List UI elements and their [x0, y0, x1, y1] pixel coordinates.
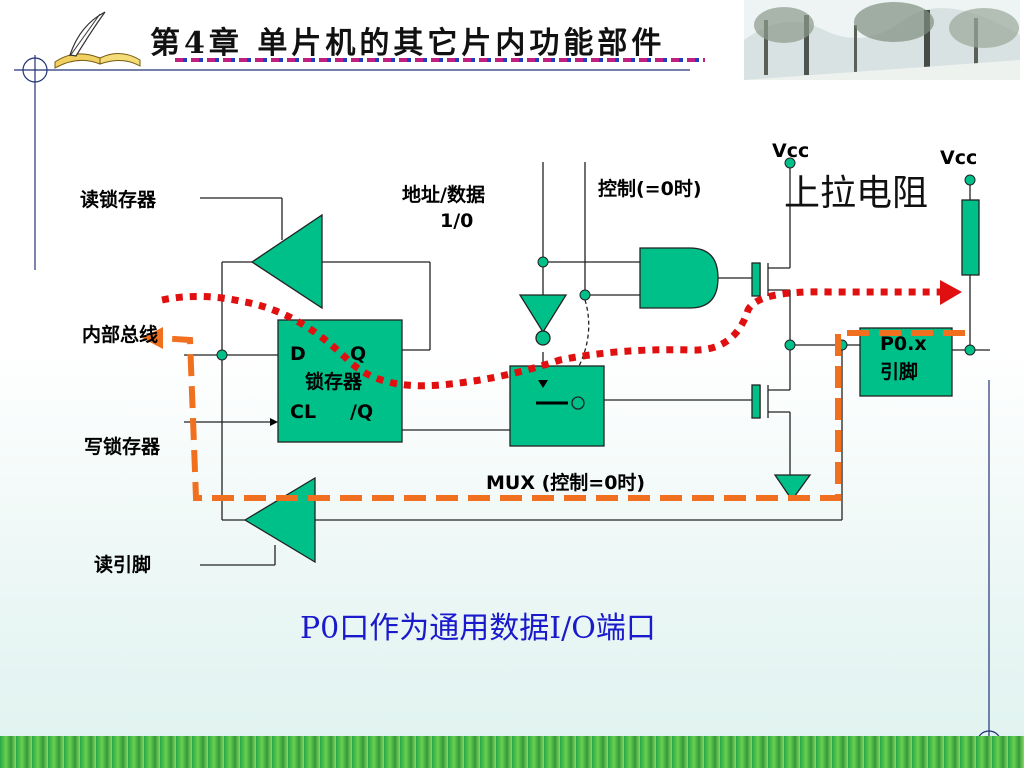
inverter: [518, 294, 568, 334]
read-pin-label: 读引脚: [94, 554, 152, 576]
mux-label: MUX (控制=0时): [486, 472, 646, 494]
page-title: 第4章 单片机的其它片内功能部件: [150, 26, 666, 61]
slide-caption: P0口作为通用数据I/O端口: [300, 611, 656, 646]
pin-sub-label: 引脚: [880, 361, 919, 383]
junction-dots: [216, 157, 976, 361]
latch-qbar-label: /Q: [350, 401, 374, 423]
and-gate: [639, 247, 719, 309]
latch-cl-label: CL: [290, 401, 317, 423]
read-latch-label: 读锁存器: [80, 189, 157, 211]
read-pin-buffer: [243, 476, 316, 564]
addr-data-label: 地址/数据: [402, 184, 485, 206]
vcc-label-2: Vcc: [940, 147, 978, 169]
corner-crosshair-top: [14, 55, 690, 270]
pin-name-label: P0.x: [880, 333, 927, 355]
pullup-resistor: [961, 199, 980, 276]
io-label: 1/0: [440, 210, 474, 232]
mux-block: [509, 365, 605, 447]
latch-q-label: Q: [350, 343, 367, 365]
upper-fet-gate: [751, 262, 761, 297]
write-path: [161, 280, 962, 390]
read-path: [142, 327, 965, 501]
ground-symbol: [773, 474, 812, 502]
latch-d-label: D: [290, 343, 306, 365]
pullup-resistor-label: 上拉电阻: [784, 173, 929, 214]
latch-name-label: 锁存器: [305, 371, 363, 393]
lower-fet-gate: [751, 384, 761, 419]
control-label: 控制(=0时): [598, 178, 702, 200]
read-latch-buffer: [250, 213, 323, 310]
internal-bus-label: 内部总线: [82, 324, 159, 346]
vcc-label-1: Vcc: [772, 140, 810, 162]
pin-block: [859, 327, 953, 397]
header-photo: [744, 0, 1020, 80]
bottom-grass-band: [0, 736, 1024, 768]
circuit-wires: [184, 162, 990, 566]
quill-book-icon: [54, 11, 141, 69]
inverter-bubble: [535, 330, 551, 346]
campus-scene-image: [744, 0, 1020, 80]
write-latch-label: 写锁存器: [84, 436, 161, 458]
